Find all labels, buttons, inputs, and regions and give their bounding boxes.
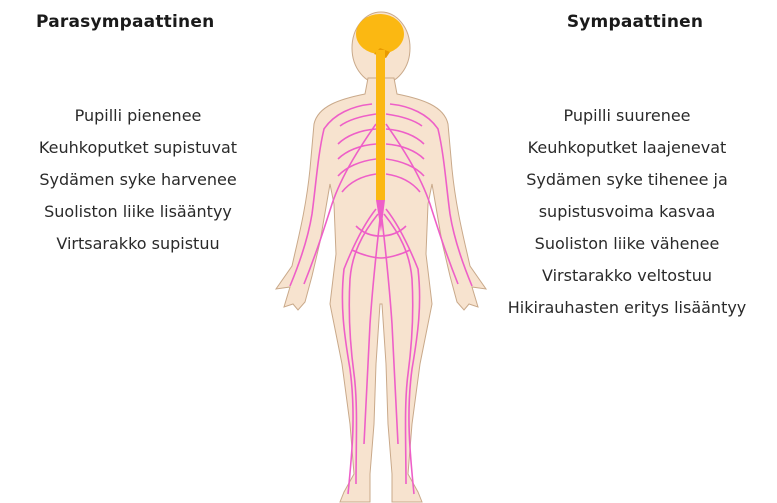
sympathetic-title: Sympaattinen: [540, 12, 730, 32]
parasympathetic-effect: Sydämen syke harvenee: [4, 164, 272, 196]
nervous-system-figure: [272, 4, 490, 503]
parasympathetic-effect: Suoliston liike lisääntyy: [4, 196, 272, 228]
parasympathetic-title: Parasympaattinen: [36, 12, 236, 32]
spinal-cord: [376, 50, 385, 200]
sympathetic-effect: Hikirauhasten eritys lisääntyy: [480, 292, 774, 324]
sympathetic-effect: Sydämen syke tihenee ja: [480, 164, 774, 196]
sympathetic-effect: Keuhkoputket laajenevat: [480, 132, 774, 164]
sympathetic-effect: supistusvoima kasvaa: [480, 196, 774, 228]
sympathetic-effect: Suoliston liike vähenee: [480, 228, 774, 260]
parasympathetic-effect: Keuhkoputket supistuvat: [4, 132, 272, 164]
sympathetic-effect: Pupilli suurenee: [480, 100, 774, 132]
sympathetic-effects-list: Pupilli suurenee Keuhkoputket laajenevat…: [480, 100, 774, 324]
parasympathetic-effect: Virtsarakko supistuu: [4, 228, 272, 260]
parasympathetic-effect: Pupilli pienenee: [4, 100, 272, 132]
parasympathetic-effects-list: Pupilli pienenee Keuhkoputket supistuvat…: [4, 100, 272, 260]
sympathetic-effect: Virstarakko veltostuu: [480, 260, 774, 292]
